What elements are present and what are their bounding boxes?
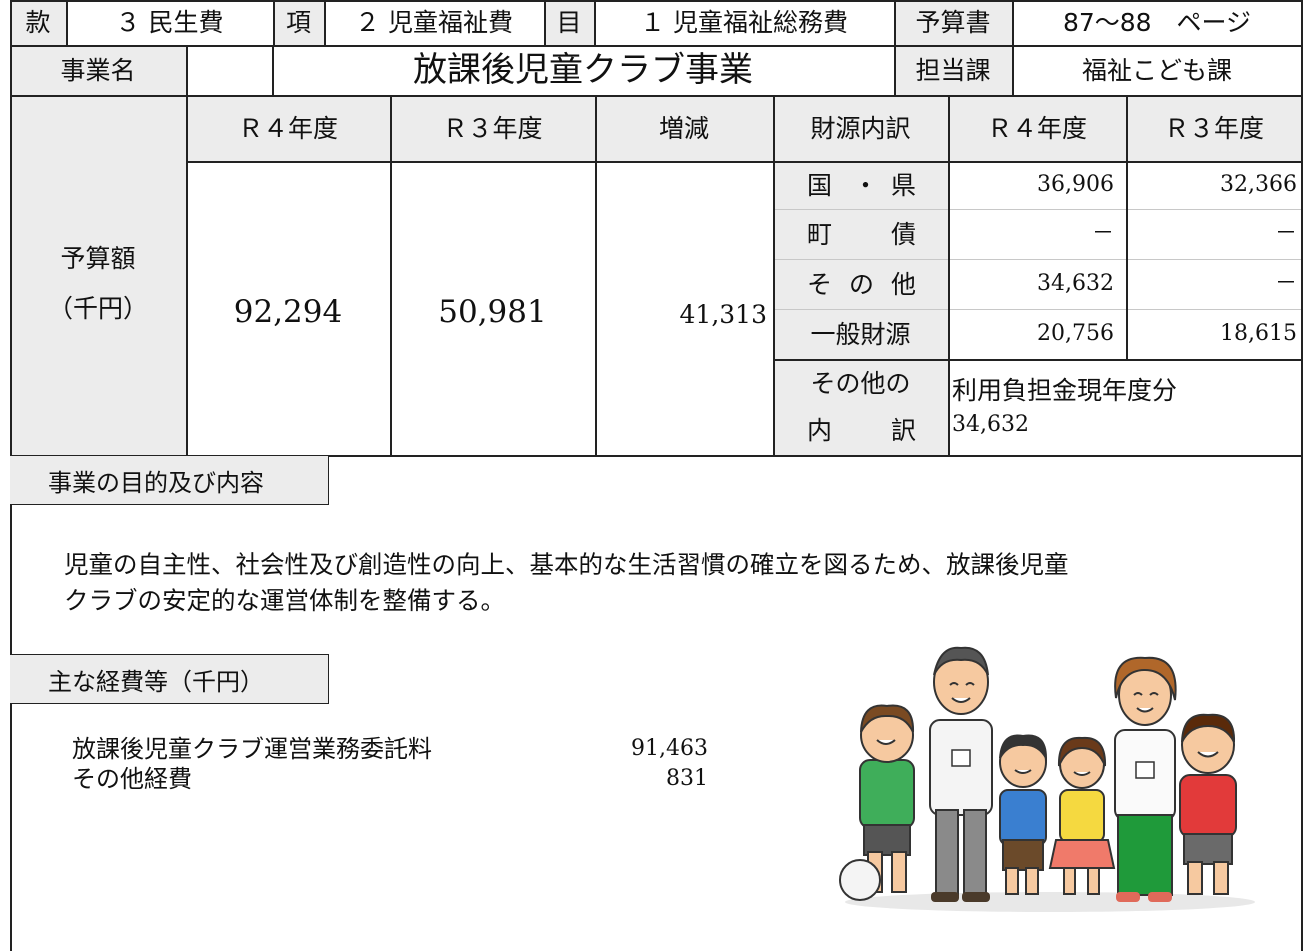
funding-label-ken: 県 (891, 170, 917, 200)
expense-name-1: 放課後児童クラブ運営業務委託料 (72, 735, 432, 763)
funding-label-dot: ・ (853, 170, 879, 200)
funding-label-kuni: 国 (807, 170, 833, 200)
funding-r4-sonota: 34,632 (1037, 271, 1114, 296)
tanto-value: 福祉こども課 (1081, 55, 1232, 85)
moku-label: 目 (544, 0, 594, 45)
kan-value: ３ 民生費 (115, 8, 224, 37)
purpose-heading: 事業の目的及び内容 (10, 455, 329, 505)
budget-book-label: 予算書 (894, 0, 1012, 45)
expense-amount-2: 831 (666, 766, 708, 791)
funding-label-ippan: 一般財源 (810, 319, 911, 349)
boy-green-figure (839, 704, 915, 901)
boy-blue-figure (999, 734, 1048, 895)
funding-label-sai: 債 (891, 219, 917, 249)
expense-name-2: その他経費 (72, 765, 192, 793)
tanto-label: 担当課 (894, 45, 1012, 95)
woman-figure (1114, 656, 1177, 902)
funding-label-other-line2: 内 訳 (773, 408, 948, 452)
budget-r3-total: 50,981 (438, 293, 547, 330)
purpose-line2: クラブの安定的な運営体制を整備する。 (64, 585, 505, 615)
adults-children-illustration (839, 646, 1255, 912)
funding-label-so: そ (807, 269, 833, 299)
funding-label-ta: 他 (891, 269, 917, 299)
kou-label: 項 (273, 0, 324, 45)
funding-other-amount: 34,632 (952, 412, 1029, 437)
funding-label-uchi: 内 (807, 415, 833, 445)
boy-red-figure (1179, 713, 1237, 895)
funding-label-no: の (849, 269, 875, 299)
budget-label-cell (10, 95, 186, 456)
budget-diff-total: 41,313 (679, 299, 767, 329)
funding-row-machi-sai: 町 債 (773, 209, 948, 259)
funding-r3-sonota: － (1274, 271, 1297, 296)
funding-col-r3: Ｒ３年度 (1126, 95, 1302, 161)
expense-amount-1: 91,463 (631, 736, 708, 761)
budget-label-line2: （千円） (47, 293, 148, 323)
budget-label-line1: 予算額 (60, 243, 136, 273)
moku-value: １ 児童福祉総務費 (640, 8, 848, 37)
funding-col-r4: Ｒ４年度 (948, 95, 1126, 161)
budget-col-r3: Ｒ３年度 (390, 95, 595, 161)
kan-label: 款 (10, 0, 66, 45)
jigyo-label: 事業名 (10, 45, 186, 95)
budget-col-diff: 増減 (595, 95, 773, 161)
funding-label-machi: 町 (807, 219, 833, 249)
funding-other-text: 利用負担金現年度分 (952, 375, 1178, 405)
funding-r3-kuni-ken: 32,366 (1220, 172, 1297, 197)
budget-book-pages: 87～88 ページ (1062, 8, 1252, 37)
girl-yellow-figure (1048, 736, 1116, 895)
funding-header: 財源内訳 (773, 95, 948, 161)
funding-label-column (773, 161, 948, 456)
funding-label-other-line1: その他の (810, 368, 911, 398)
budget-col-r4: Ｒ４年度 (186, 95, 390, 161)
funding-r3-machi-sai: － (1274, 221, 1297, 246)
funding-row-sonota: そ の 他 (773, 259, 948, 309)
funding-r4-ippan: 20,756 (1037, 321, 1114, 346)
kou-value: ２ 児童福祉費 (355, 8, 513, 37)
funding-r3-ippan: 18,615 (1220, 321, 1297, 346)
funding-r4-machi-sai: － (1091, 221, 1114, 246)
budget-r4-total: 92,294 (233, 293, 343, 330)
expenses-heading: 主な経費等（千円） (10, 654, 329, 704)
funding-row-kuni-ken: 国 ・ 県 (773, 161, 948, 209)
jigyo-name: 放課後児童クラブ事業 (413, 50, 753, 90)
purpose-line1: 児童の自主性、社会性及び創造性の向上、基本的な生活習慣の確立を図るため、放課後児… (64, 549, 1069, 579)
funding-label-wake: 訳 (891, 415, 917, 445)
man-figure (929, 646, 993, 902)
funding-r4-kuni-ken: 36,906 (1037, 172, 1114, 197)
